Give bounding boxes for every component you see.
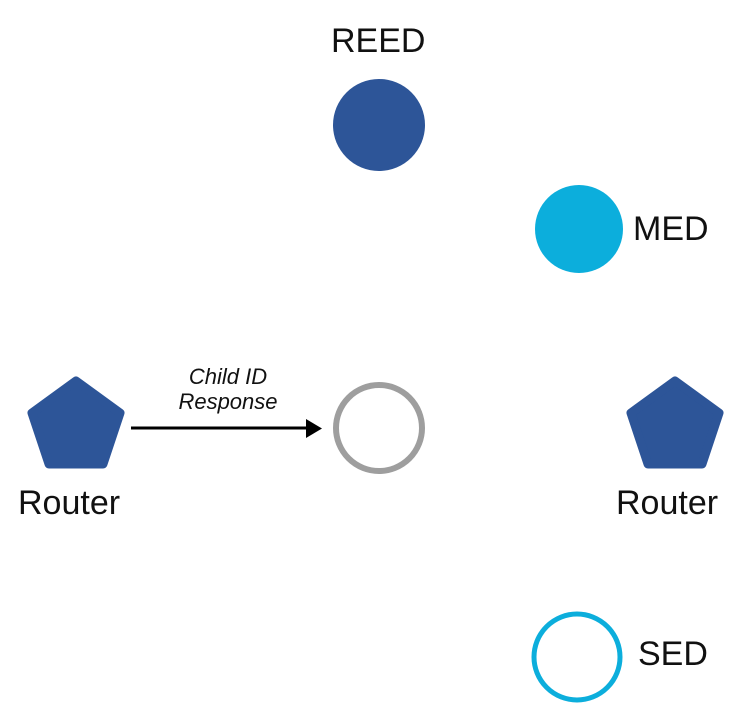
node-sed-circle[interactable] <box>531 611 623 703</box>
edge-child-id-response-arrowhead <box>306 419 322 438</box>
node-router-right-pentagon[interactable] <box>626 376 724 469</box>
node-label-router-left: Router <box>18 484 121 522</box>
node-label-sed: SED <box>638 635 708 673</box>
node-router-left-pentagon[interactable] <box>27 376 125 469</box>
node-reed-circle[interactable] <box>333 79 425 171</box>
node-label-router-right: Router <box>616 484 719 522</box>
node-label-reed: REED <box>331 22 426 60</box>
edge-label-line-1: Child ID <box>188 364 268 389</box>
node-joiner-circle[interactable] <box>333 382 425 474</box>
edge-label-line-2: Response <box>178 389 278 414</box>
node-label-med: MED <box>633 210 709 248</box>
node-med-circle[interactable] <box>535 185 623 273</box>
edge-label-child-id-response: Child ID Response <box>148 364 308 414</box>
